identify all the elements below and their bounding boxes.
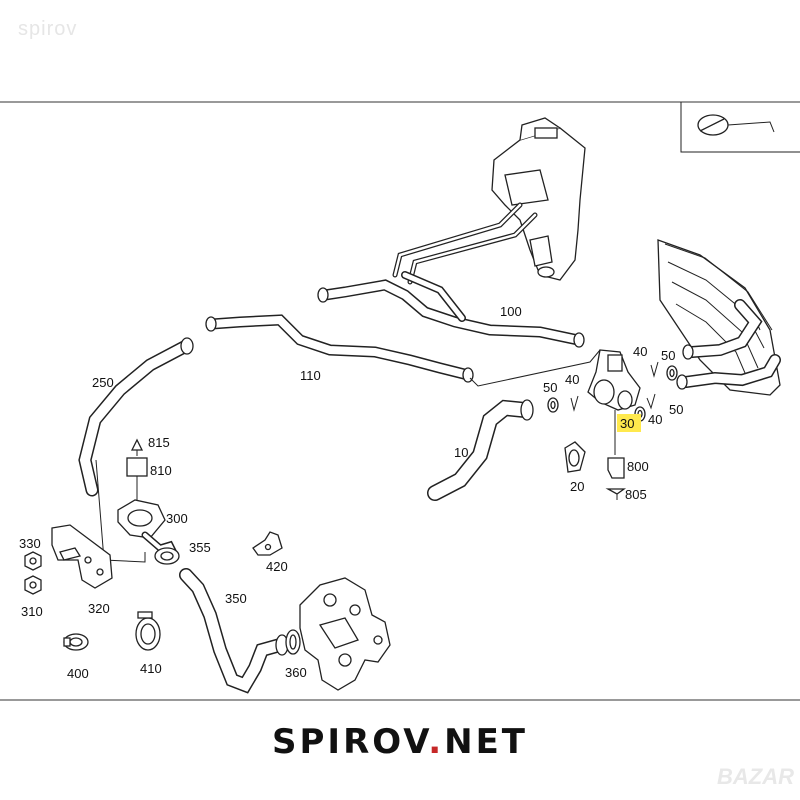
part-20 bbox=[564, 441, 586, 473]
nut-330 bbox=[24, 551, 42, 571]
reservoir-lines bbox=[392, 202, 538, 285]
label-20: 20 bbox=[570, 479, 584, 494]
brand-prefix: SPIROV bbox=[272, 722, 429, 762]
label-40b: 40 bbox=[633, 344, 647, 359]
label-330: 330 bbox=[19, 536, 41, 551]
leader-valve-link bbox=[469, 349, 601, 387]
label-320: 320 bbox=[88, 601, 110, 616]
bracket-320 bbox=[51, 524, 113, 589]
label-10: 10 bbox=[454, 445, 468, 460]
label-805: 805 bbox=[625, 487, 647, 502]
label-810: 810 bbox=[150, 463, 172, 478]
label-310: 310 bbox=[21, 604, 43, 619]
clamp-400 bbox=[63, 633, 89, 651]
label-410: 410 bbox=[140, 661, 162, 676]
label-50a: 50 bbox=[543, 380, 557, 395]
highlight-30 bbox=[617, 414, 641, 432]
label-250: 250 bbox=[92, 375, 114, 390]
clamp-355 bbox=[154, 547, 180, 565]
label-30: 30 bbox=[620, 416, 634, 431]
engine-view-icon bbox=[680, 102, 800, 153]
hose-250 bbox=[78, 337, 194, 497]
clamp-410 bbox=[135, 611, 161, 651]
brand-logo: SPIROV.NET bbox=[0, 722, 800, 762]
brand-dot: . bbox=[428, 722, 445, 762]
label-40c: 40 bbox=[648, 412, 662, 427]
part-805 bbox=[605, 488, 627, 500]
hose-110 bbox=[205, 314, 474, 383]
hose-10 bbox=[427, 399, 534, 501]
label-40a: 40 bbox=[565, 372, 579, 387]
hose-100 bbox=[317, 271, 585, 348]
label-100: 100 bbox=[500, 304, 522, 319]
label-110: 110 bbox=[300, 368, 321, 383]
heater-core bbox=[657, 239, 781, 396]
part-800 bbox=[607, 457, 625, 479]
label-420: 420 bbox=[266, 559, 288, 574]
clamp-360 bbox=[285, 629, 301, 655]
label-360: 360 bbox=[285, 665, 307, 680]
label-50b: 50 bbox=[661, 348, 675, 363]
label-800: 800 bbox=[627, 459, 649, 474]
hose-350 bbox=[179, 568, 289, 694]
coolant-valve bbox=[587, 349, 641, 455]
label-355: 355 bbox=[189, 540, 211, 555]
label-815: 815 bbox=[148, 435, 170, 450]
watermark-top: spirov bbox=[18, 18, 78, 40]
heater-pipes bbox=[676, 299, 781, 390]
watermark-bottom: BAZAR bbox=[717, 764, 794, 789]
pump-300 bbox=[117, 438, 179, 559]
nut-310 bbox=[24, 575, 42, 595]
label-50c: 50 bbox=[669, 402, 683, 417]
label-400: 400 bbox=[67, 666, 89, 681]
engine-housing bbox=[299, 577, 391, 691]
brand-suffix: NET bbox=[444, 722, 528, 762]
coolant-reservoir bbox=[491, 117, 586, 281]
bracket-420 bbox=[252, 531, 283, 556]
label-350: 350 bbox=[225, 591, 247, 606]
label-300: 300 bbox=[166, 511, 188, 526]
leader-250 bbox=[95, 459, 146, 563]
